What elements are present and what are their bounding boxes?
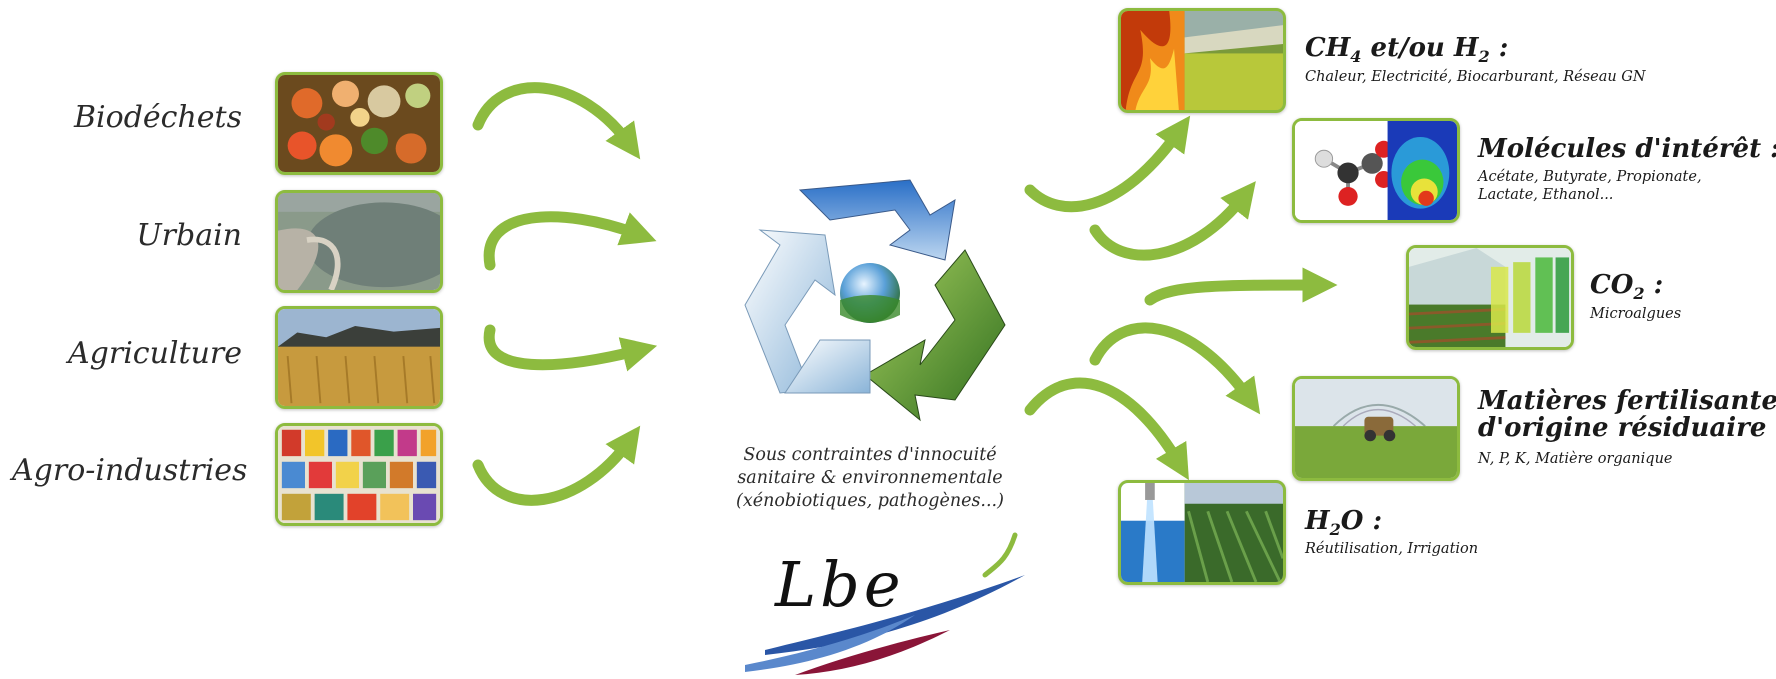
urbain-image [275,190,443,293]
agroindustries-image [275,423,443,526]
biodechets-image [275,72,443,175]
source-label-urbain: Urbain [136,218,242,253]
molecules-subtitle-line2: Lactate, Ethanol... [1478,187,1614,204]
fertilisants-title-line2: d'origine résiduaire : [1478,413,1776,444]
center-caption-line2: sanitaire & environnementale [737,467,1003,488]
lbe-logo-text: Lbe [775,548,905,621]
center-caption-line1: Sous contraintes d'innocuité [743,445,997,465]
molecules-subtitle: Acétate, Butyrate, Propionate, Lactate, … [1478,168,1702,204]
h2o-image [1118,480,1286,585]
co2-title: CO2 : [1590,270,1664,303]
agriculture-image [275,306,443,409]
center-caption-line3: (xénobiotiques, pathogènes...) [736,490,1004,511]
arrow-biodechets [472,82,641,160]
source-label-biodechets: Biodéchets [74,100,242,135]
molecules-subtitle-line1: Acétate, Butyrate, Propionate, [1478,169,1702,185]
arrow-co2 [1144,267,1338,306]
source-label-agriculture: Agriculture [68,336,242,371]
ch4-image [1118,8,1286,113]
fertilisants-title-line1: Matières fertilisantes [1478,386,1776,416]
h2o-subtitle: Réutilisation, Irrigation [1305,541,1479,557]
source-label-agroindustries: Agro-industries [12,453,248,488]
arrow-h2o [1024,377,1189,481]
molecules-image [1292,118,1460,223]
fertilisants-subtitle: N, P, K, Matière organique [1478,451,1673,467]
arrow-urbain [483,211,657,271]
fertilisants-image [1292,376,1460,481]
arrow-fertilisants [1089,322,1261,415]
arrow-ch4 [1024,115,1191,213]
molecules-title: Molécules d'intérêt : [1478,134,1776,164]
arrow-agroindustries [472,425,641,506]
arrow-molecules [1089,181,1256,261]
fertilisants-title: Matières fertilisantes d'origine résidua… [1478,386,1776,444]
recycle-symbol-icon [744,179,1006,422]
lbe-logo: Lbe [735,530,1035,675]
ch4-title: CH4 et/ou H2 : [1305,33,1509,66]
arrow-agriculture [483,324,658,372]
co2-subtitle: Microalgues [1590,306,1682,322]
center-caption: Sous contraintes d'innocuité sanitaire &… [700,444,1040,512]
ch4-subtitle: Chaleur, Electricité, Biocarburant, Rése… [1305,69,1646,85]
co2-image [1406,245,1574,350]
h2o-title: H2O : [1305,506,1383,539]
